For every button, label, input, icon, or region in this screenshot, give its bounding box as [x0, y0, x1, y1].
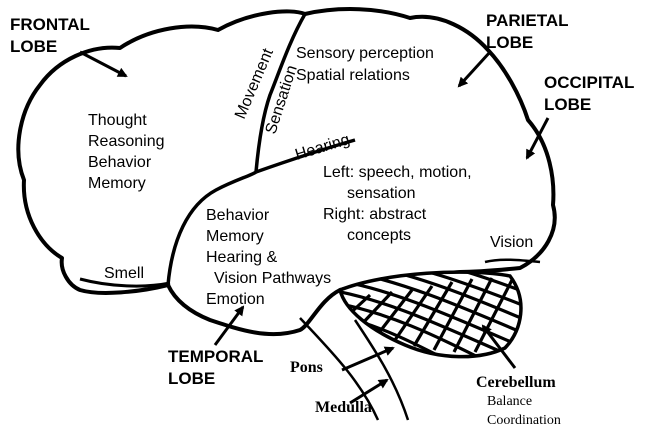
- parietal-lobe-label: PARIETAL LOBE: [486, 11, 573, 52]
- temporal-function-3: Hearing &: [206, 249, 277, 266]
- temporal-function-2: Memory: [206, 228, 264, 245]
- medulla-label: Medulla: [315, 399, 372, 416]
- temporal-function-5: Emotion: [206, 291, 265, 308]
- temporal-functions: Behavior Memory Hearing & Vision Pathway…: [206, 207, 336, 308]
- frontal-function-1: Thought: [88, 112, 147, 129]
- occipital-lobe-label: OCCIPITAL LOBE: [544, 73, 639, 114]
- parietal-arrow: [459, 52, 490, 86]
- frontal-arrow: [80, 52, 126, 76]
- frontal-function-2: Reasoning: [88, 133, 165, 150]
- temporal-function-1: Behavior: [206, 207, 270, 224]
- pons-label: Pons: [290, 359, 323, 376]
- occipital-lobe-line-1: OCCIPITAL: [544, 73, 634, 92]
- parietal-function-2: Spatial relations: [296, 67, 410, 84]
- parietal-functions: Sensory perception Spatial relations: [296, 45, 438, 84]
- temporal-lobe-label: TEMPORAL LOBE: [168, 347, 268, 388]
- hemisphere-function-3: Right: abstract: [323, 206, 427, 223]
- temporal-function-4: Vision Pathways: [214, 270, 331, 287]
- smell-label: Smell: [104, 265, 144, 282]
- parietal-lobe-line-2: LOBE: [486, 33, 533, 52]
- cerebellum-label: Cerebellum: [476, 374, 556, 391]
- frontal-functions: Thought Reasoning Behavior Memory: [88, 112, 169, 192]
- vision-label: Vision: [490, 234, 533, 251]
- temporal-arrow: [215, 307, 243, 345]
- frontal-function-3: Behavior: [88, 154, 152, 171]
- frontal-lobe-label: FRONTAL LOBE: [10, 15, 94, 56]
- hemisphere-function-4: concepts: [347, 227, 411, 244]
- hemisphere-functions: Left: speech, motion, sensation Right: a…: [323, 164, 476, 244]
- frontal-function-4: Memory: [88, 175, 146, 192]
- hearing-label: Hearing: [293, 131, 352, 164]
- cerebellum-function-2: Coordination: [487, 413, 561, 428]
- parietal-function-1: Sensory perception: [296, 45, 434, 62]
- cerebellum-functions: Balance Coordination: [487, 394, 561, 428]
- hemisphere-function-2: sensation: [347, 185, 416, 202]
- parietal-lobe-line-1: PARIETAL: [486, 11, 568, 30]
- cerebellum: [330, 246, 550, 372]
- hemisphere-function-1: Left: speech, motion,: [323, 164, 472, 181]
- cerebellum-function-1: Balance: [487, 394, 532, 409]
- temporal-lobe-line-1: TEMPORAL: [168, 347, 263, 366]
- occipital-lobe-line-2: LOBE: [544, 95, 591, 114]
- frontal-lobe-line-1: FRONTAL: [10, 15, 90, 34]
- temporal-lobe-line-2: LOBE: [168, 369, 215, 388]
- frontal-lobe-line-2: LOBE: [10, 37, 57, 56]
- vision-strip: [485, 260, 540, 262]
